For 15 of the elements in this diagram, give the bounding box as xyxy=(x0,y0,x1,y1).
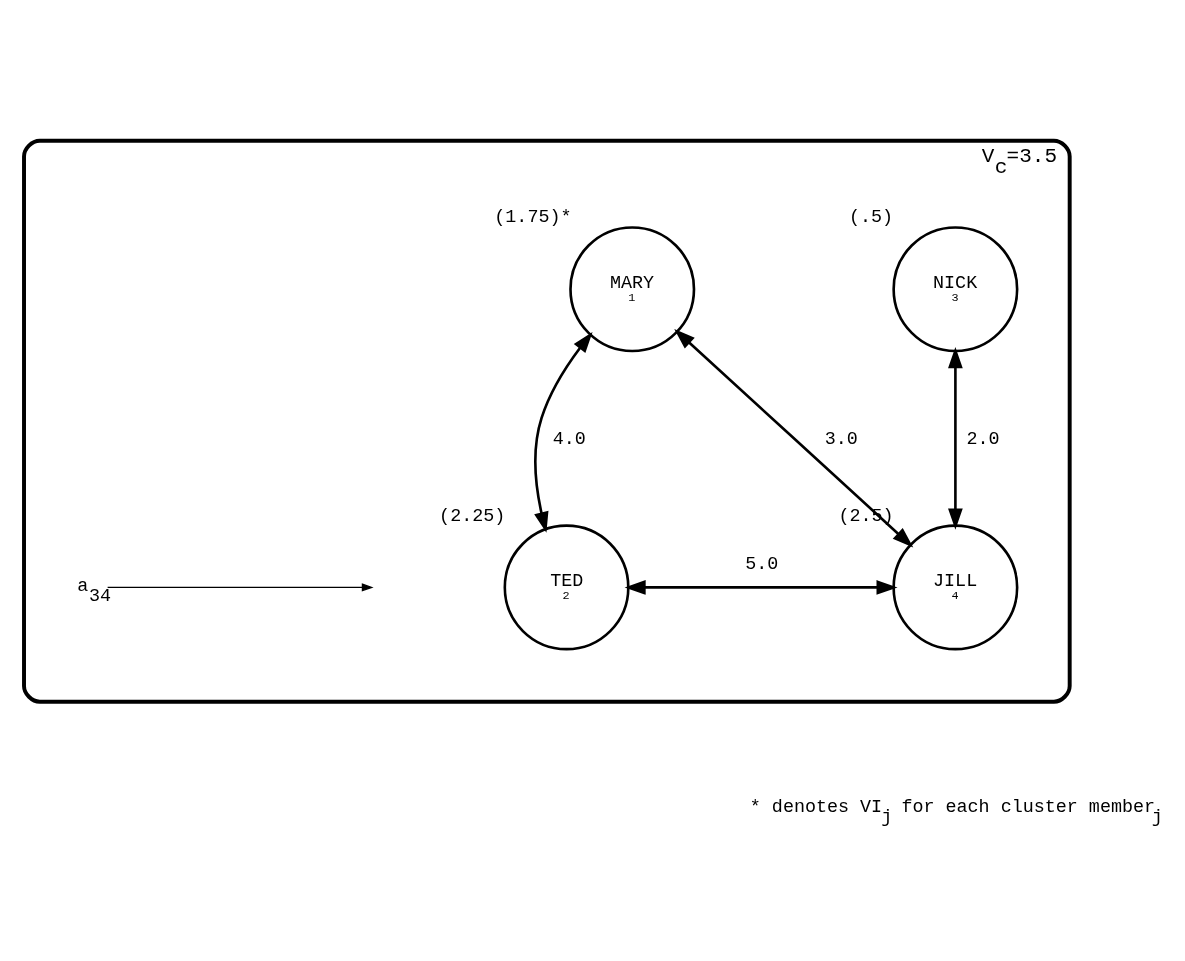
edge-label: 3.0 xyxy=(824,428,858,450)
node-circle: TED 2 xyxy=(503,523,630,650)
node-label: (1.75)* xyxy=(494,206,572,228)
arrow xyxy=(674,328,914,548)
arrow xyxy=(624,579,898,595)
edge-label: 5.0 xyxy=(745,553,779,575)
arrow xyxy=(948,346,963,530)
arrow xyxy=(534,331,593,533)
cluster xyxy=(22,138,1072,704)
edge-label: 2.0 xyxy=(966,428,1000,450)
node-label: (2.25) xyxy=(439,505,506,527)
arrow xyxy=(106,582,374,592)
edge-label: 4.0 xyxy=(552,428,586,450)
node-label: (.5) xyxy=(848,206,894,228)
node-circle: NICK 3 xyxy=(892,225,1019,352)
